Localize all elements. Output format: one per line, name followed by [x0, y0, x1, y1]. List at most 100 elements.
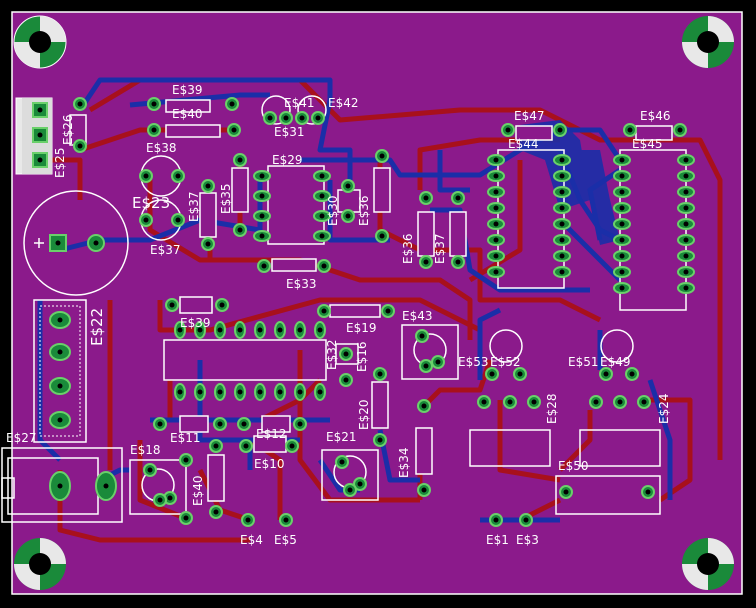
pad-drill	[489, 371, 495, 377]
label-e35: E$35	[219, 184, 233, 215]
pad-drill	[619, 157, 625, 163]
pad-drill	[421, 403, 427, 409]
pad-drill	[683, 173, 689, 179]
top-copper-flood	[520, 120, 620, 245]
pad-drill	[57, 383, 63, 389]
pad-drill	[245, 517, 251, 523]
pad-drill	[217, 327, 223, 333]
pad-drill	[57, 317, 63, 323]
pad-drill	[559, 205, 565, 211]
pad-drill	[627, 127, 633, 133]
pad-drill	[559, 237, 565, 243]
mounting-hole	[13, 15, 67, 69]
label-e37a: E$37	[187, 192, 201, 223]
pad-drill	[183, 515, 189, 521]
pad-drill	[229, 101, 235, 107]
label-e39: E$39	[172, 83, 203, 97]
pad-drill	[231, 127, 237, 133]
pad-drill	[297, 327, 303, 333]
label-e41: E$41	[284, 96, 315, 110]
label-e24: E$24	[657, 394, 671, 425]
pad-drill	[257, 327, 263, 333]
pad-drill	[423, 363, 429, 369]
label-e34: E$34	[397, 448, 411, 479]
pad-drill	[677, 127, 683, 133]
label-e21: E$21	[326, 430, 357, 444]
pad-drill	[197, 389, 203, 395]
label-e43: E$43	[402, 309, 433, 323]
pad-drill	[321, 263, 327, 269]
pad-drill	[683, 221, 689, 227]
pad-drill	[493, 157, 499, 163]
pad-drill	[167, 495, 173, 501]
label-e20: E$20	[357, 400, 371, 431]
pad-drill	[421, 487, 427, 493]
label-e5: E$5	[274, 533, 297, 547]
pad-drill	[319, 193, 325, 199]
pad-drill	[317, 389, 323, 395]
pad-drill	[683, 189, 689, 195]
label-e40b: E$40	[191, 476, 205, 507]
pad-drill	[619, 269, 625, 275]
pad-drill	[493, 221, 499, 227]
pad-drill	[619, 173, 625, 179]
ic-outlines	[129, 149, 687, 515]
pad-drill	[377, 437, 383, 443]
pad-drill	[493, 173, 499, 179]
pad-drill	[183, 457, 189, 463]
pad-drill	[259, 193, 265, 199]
pad-drill	[617, 399, 623, 405]
pad-drill	[57, 349, 63, 355]
label-e10: E$10	[254, 457, 285, 471]
pad-drill	[321, 308, 327, 314]
label-e44: E$44	[508, 137, 539, 151]
pad-drill	[277, 389, 283, 395]
pad-drill	[505, 127, 511, 133]
pad-drill	[385, 308, 391, 314]
label-e12: E$12	[256, 427, 287, 441]
pad-drill	[37, 157, 43, 163]
label-e3: E$3	[516, 533, 539, 547]
pad-drill	[343, 351, 349, 357]
label-e36a: E$36	[357, 196, 371, 227]
label-e49: E$49	[600, 355, 631, 369]
label-e36b: E$36	[401, 234, 415, 265]
label-e18: E$18	[130, 443, 161, 457]
pads	[32, 97, 695, 527]
label-e51: E$51	[568, 355, 599, 369]
pad-drill	[559, 269, 565, 275]
pad-drill	[493, 253, 499, 259]
label-e4: E$4	[240, 533, 263, 547]
pad-drill	[619, 285, 625, 291]
pad-drill	[493, 237, 499, 243]
pad-drill	[377, 371, 383, 377]
label-e47: E$47	[514, 109, 545, 123]
pad-drill	[259, 173, 265, 179]
pad-drill	[683, 285, 689, 291]
label-e53: E$53	[458, 355, 489, 369]
pad-drill	[379, 153, 385, 159]
pad-drill	[523, 517, 529, 523]
label-e19: E$19	[346, 321, 377, 335]
label-e37c: E$37	[433, 234, 447, 265]
pad-drill	[77, 143, 83, 149]
pad-drill	[493, 517, 499, 523]
pad-drill	[93, 240, 99, 246]
pad-drill	[379, 233, 385, 239]
label-e1: E$1	[486, 533, 509, 547]
label-e28: E$28	[545, 394, 559, 425]
pad-drill	[257, 389, 263, 395]
electrolytic-capacitor-e23	[23, 190, 129, 296]
mounting-hole	[14, 538, 66, 590]
label-e25: E$25	[53, 148, 67, 179]
pad-drill	[267, 115, 273, 121]
pad-drill	[319, 233, 325, 239]
pad-drill	[345, 183, 351, 189]
pad-drill	[517, 371, 523, 377]
pad-drill	[357, 481, 363, 487]
pad-drill	[343, 377, 349, 383]
pad-drill	[219, 302, 225, 308]
pad-drill	[319, 213, 325, 219]
pad-drill	[531, 399, 537, 405]
